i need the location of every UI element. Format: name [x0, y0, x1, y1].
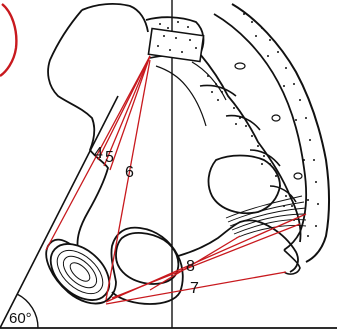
red-corner-mark: [0, 4, 16, 76]
measure-label-8: 8: [186, 259, 195, 275]
red-line-promontory-4: [98, 56, 150, 160]
measure-label-4: 4: [94, 146, 103, 162]
angle-label: 60°: [9, 311, 32, 326]
measure-label-7: 7: [190, 281, 199, 297]
ilium-outline: [82, 4, 148, 32]
measure-label-6: 6: [125, 165, 134, 181]
red-line-promontory-6: [110, 56, 150, 170]
red-line-8b: [112, 224, 300, 298]
measure-label-5: 5: [105, 150, 114, 166]
obturator-foramen: [116, 233, 178, 284]
